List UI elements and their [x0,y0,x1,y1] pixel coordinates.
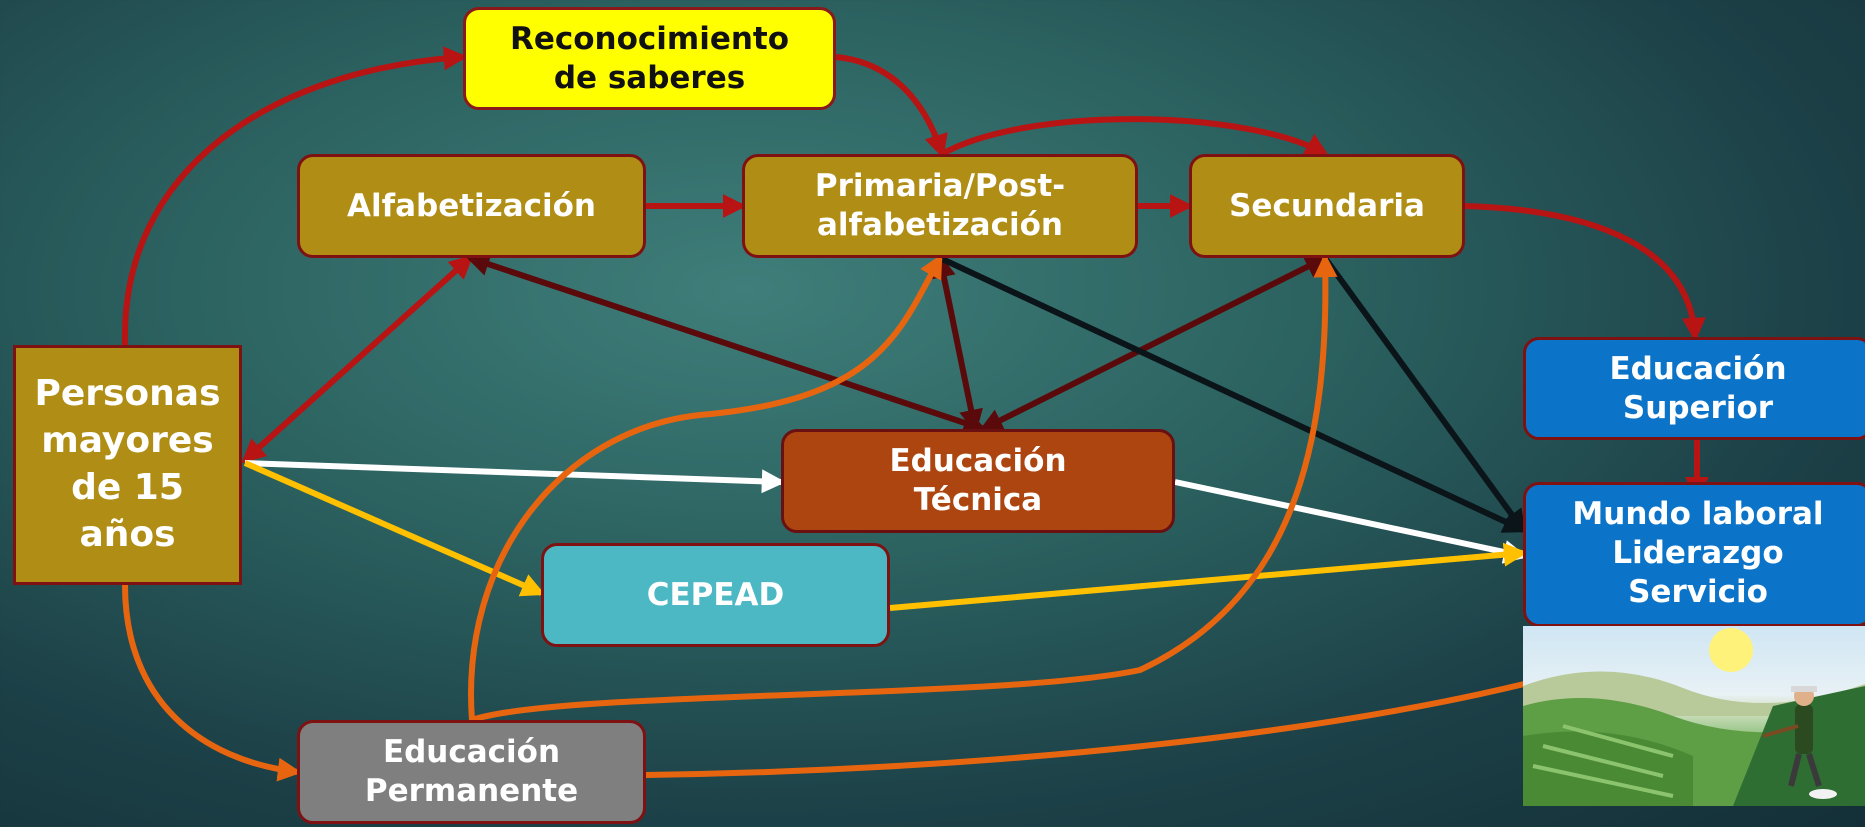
arrow-secundaria-tecnica [978,255,1330,432]
arrow-personas-to-permanente [122,584,302,782]
farmer-field-illustration [1523,626,1865,806]
arrow-personas-alfabetizacion [241,254,474,464]
node-label: Primaria/Post- alfabetización [814,168,1066,243]
node-mundo-laboral: Mundo laboral Liderazgo Servicio [1523,482,1865,627]
node-educacion-permanente: Educación Permanente [297,720,646,824]
node-label: Reconocimiento de saberes [509,20,790,96]
node-label: Educación Técnica [889,443,1067,518]
arrow-primaria-to-mundo [938,255,1528,533]
node-alfabetizacion: Alfabetización [297,154,646,258]
arrow-cepead-to-mundo [889,542,1528,611]
node-reconocimiento-de-saberes: Reconocimiento de saberes [463,7,836,110]
arrow-tecnica-to-mundo [1174,479,1528,564]
node-label: CEPEAD [646,576,785,613]
node-label: Educación Superior [1609,350,1787,426]
node-label: Alfabetización [346,187,596,224]
arrow-personas-to-tecnica [244,460,786,494]
arrow-secundaria-to-mundo [1322,256,1526,534]
arrow-primaria-to-secundaria-arc [940,116,1330,157]
arrow-personas-to-cepead [243,460,546,597]
arrow-reconocimiento-to-primaria [835,54,948,159]
node-label: Personas mayores de 15 años [34,373,221,555]
node-label: Secundaria [1229,187,1425,224]
arrow-primaria-tecnica [932,253,983,434]
node-educacion-superior: Educación Superior [1523,337,1865,440]
arrow-permanente-to-secundaria [471,253,1338,723]
node-secundaria: Secundaria [1189,154,1465,258]
node-personas-mayores: Personas mayores de 15 años [13,345,242,585]
arrow-permanente-to-primaria [468,253,943,721]
node-cepead: CEPEAD [541,543,890,647]
arrow-secundaria-to-superior [1464,203,1706,342]
node-label: Educación Permanente [364,734,579,809]
arrow-alfabetizacion-tecnica [465,252,988,435]
node-primaria-post-alfabetizacion: Primaria/Post- alfabetización [742,154,1138,258]
node-educacion-tecnica: Educación Técnica [781,429,1175,533]
node-label: Mundo laboral Liderazgo Servicio [1572,496,1824,610]
arrow-personas-to-reconocimiento [121,46,468,346]
